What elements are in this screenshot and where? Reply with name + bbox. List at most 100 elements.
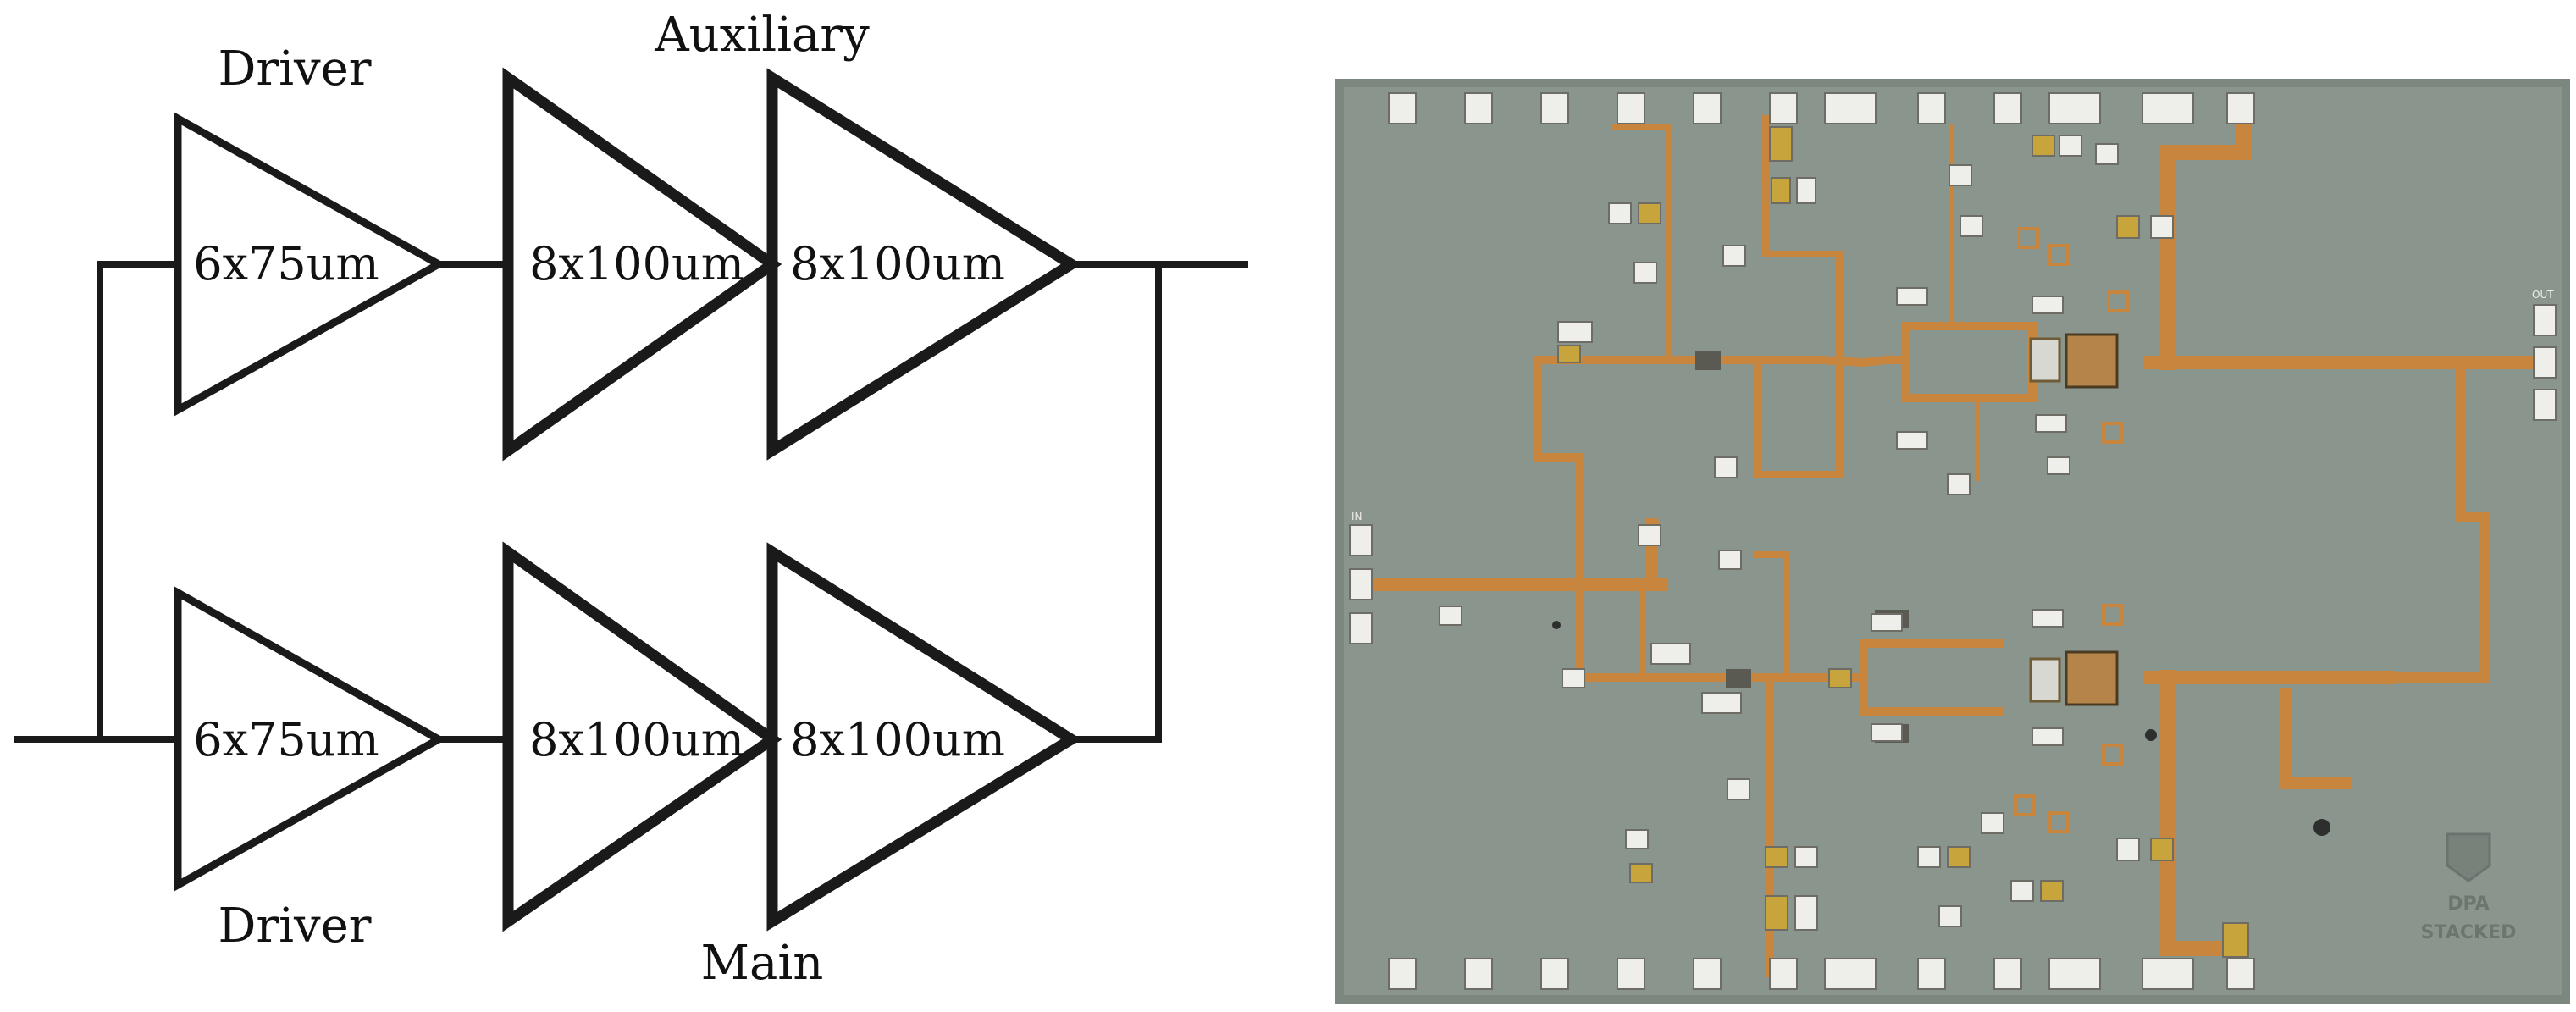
pad-top-3 [1540,92,1569,124]
pad-bottom-3 [1540,958,1569,990]
die-particles [1552,621,2330,836]
schematic-labels: Driver Auxiliary Driver Main 6x75um 8x10… [193,8,1005,991]
cap-19 [2116,215,2140,239]
pad-bottom-9 [1993,958,2022,990]
cap-15 [1947,473,1971,495]
trace-bottom-bias-up [1754,551,1790,681]
inductor-1 [2017,227,2039,249]
transistor-bottom [2029,657,2061,703]
pad-top-5 [1693,92,1722,124]
trace-combiner [2383,357,2490,683]
pad-bottom-5 [1693,958,1722,990]
pad-label-in: IN [1352,511,1363,523]
cap-20 [2150,215,2174,239]
trace-top-driver-bias [1754,115,1843,478]
amp-bottom-stage3 [766,542,1082,932]
cap-5 [1769,126,1793,162]
trace-bottom-out-down [2160,670,2243,956]
cap-32 [1727,778,1750,800]
die-vignette [1335,79,2570,1004]
schematic-wires [14,261,1248,743]
trace-top-out-up [2160,96,2252,370]
cap-35 [1765,895,1788,931]
amp-label-top-stage3: 8x100um [790,237,1005,290]
amp-label-bottom-stage3: 8x100um [790,713,1005,766]
cap-27 [1701,692,1742,714]
pad-top-8 [1917,92,1946,124]
pad-top-11 [2142,92,2194,124]
pad-top-4 [1617,92,1645,124]
cap-8 [1557,321,1593,343]
amp-label-top-stage2: 8x100um [529,237,744,290]
pads-side [1349,304,2557,644]
cap-43 [2150,838,2174,861]
cap-29 [1828,668,1852,688]
inductor-2 [2048,244,2070,266]
pad-bottom-4 [1617,958,1645,990]
cap-41 [2040,880,2064,902]
cap-22 [2035,414,2067,433]
trace-bottom-stub [2280,688,2352,789]
pad-top-1 [1388,92,1417,124]
transistor-top [2029,337,2061,383]
cap-23 [2047,456,2070,475]
amp-top-driver [174,112,447,417]
cap-28 [1718,550,1742,570]
cap-11 [1896,287,1928,306]
amp-label-bottom-stage2: 8x100um [529,713,744,766]
pad-right-3 [2533,389,2557,421]
particle-3 [1552,621,1561,629]
cap-47 [2032,609,2064,628]
cap-26 [1650,643,1691,665]
cap-18 [2095,143,2119,165]
cap-39 [1938,905,1962,927]
cap-45 [1871,613,1903,632]
inductor-5 [2102,604,2124,626]
cap-10 [1714,456,1738,478]
trace-bottom-mid2 [1859,673,2003,716]
inductor-7 [2014,794,2036,816]
cap-33 [1765,846,1788,868]
transistor-bottom-fingers [2065,650,2119,706]
trace-top-driver-in [1689,355,1893,368]
pad-left-1 [1349,524,1373,556]
pad-left-3 [1349,612,1373,644]
amp-top-stage3 [766,68,1082,461]
label-auxiliary: Auxiliary [654,8,870,63]
cap-12 [1896,431,1928,450]
pad-top-9 [1993,92,2022,124]
label-driver-bottom: Driver [218,899,371,954]
logo-shield-icon [2446,832,2491,882]
particle-1 [2145,729,2157,741]
cap-31 [1629,863,1653,883]
dpa-logo: DPA STACKED [2421,832,2517,943]
cap-17 [2059,135,2082,157]
trace-top-mid2 [1901,356,2003,402]
logo-text-line1: DPA [2447,893,2489,915]
cap-48 [2032,727,2064,746]
cap-34 [1794,846,1818,868]
pad-top-2 [1464,92,1493,124]
label-main: Main [701,936,824,991]
transistor-top-fingers [2065,333,2119,389]
pad-top-7 [1824,92,1877,124]
amp-bottom-stage2 [502,541,782,932]
inductor-8 [2048,811,2070,833]
pads-top [1388,92,2255,124]
pad-right-2 [2533,346,2557,379]
cap-16 [2032,135,2055,157]
pads-bottom [1388,958,2255,990]
cap-7 [1796,177,1816,204]
spiral-inductors [2014,227,2129,833]
label-driver-top: Driver [218,41,371,97]
amp-top-stage2 [502,67,782,462]
logo-text-line2: STACKED [2421,922,2517,943]
cap-49 [1981,812,2004,834]
cap-2 [1638,202,1661,224]
cap-36 [1794,895,1818,931]
schematic-diagram [14,67,1248,932]
pad-top-12 [2226,92,2255,124]
pad-bottom-1 [1388,958,1417,990]
trace-top-bias-left [1611,124,1671,362]
